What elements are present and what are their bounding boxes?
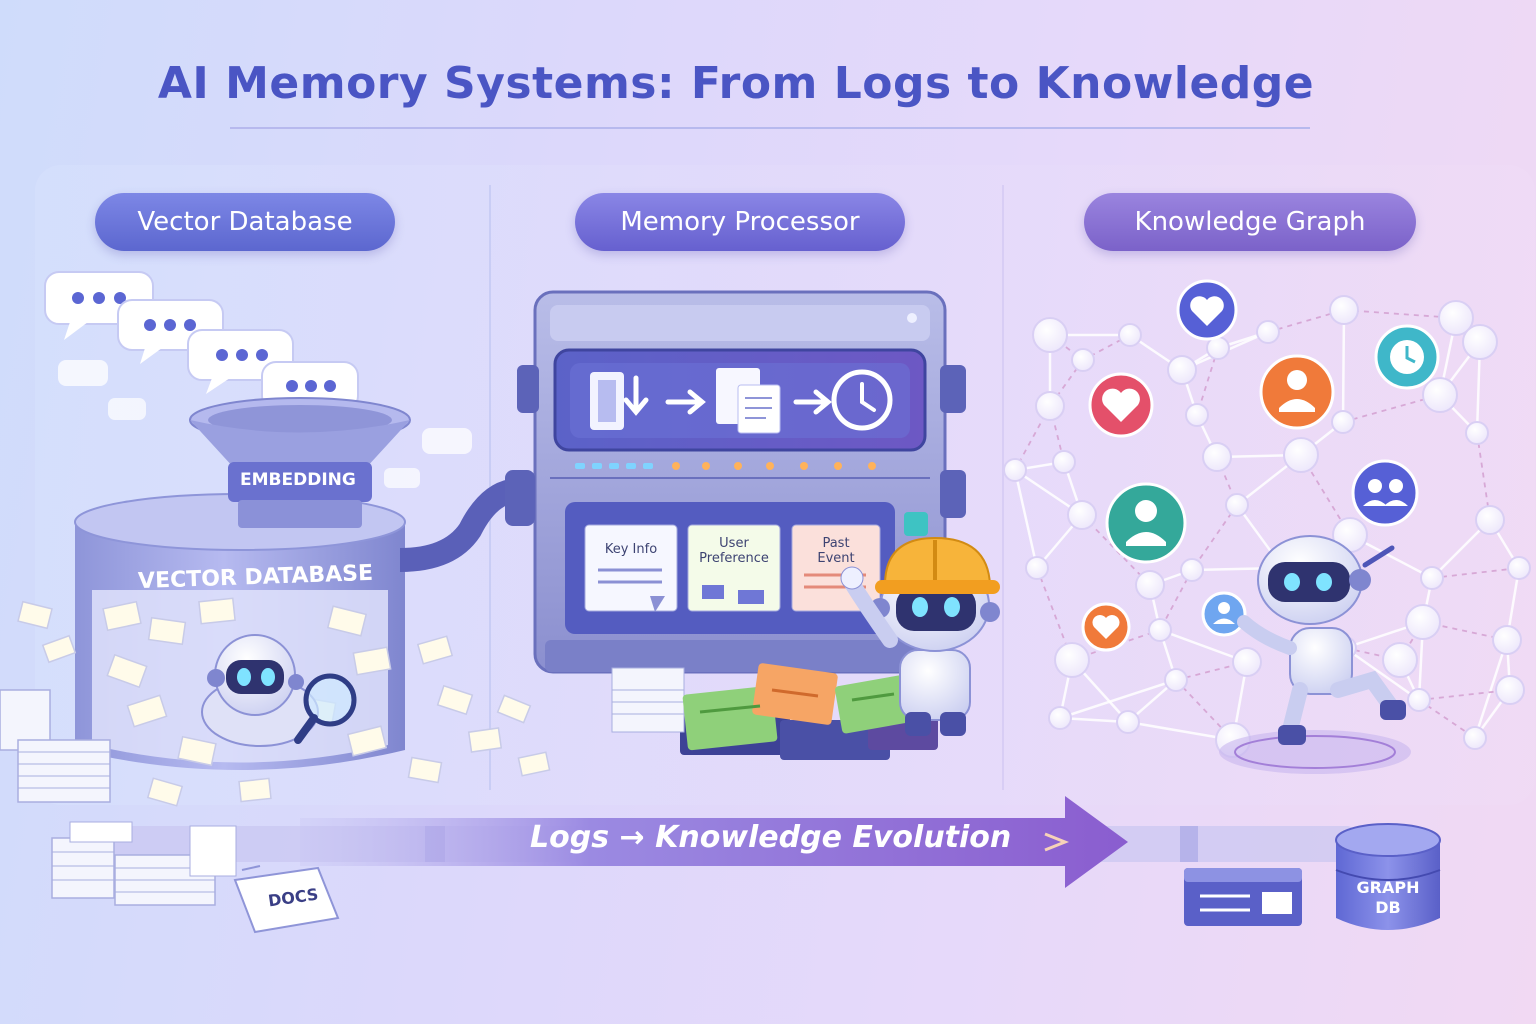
graph-node bbox=[1167, 355, 1197, 385]
graph-node bbox=[1475, 505, 1505, 535]
card-line: Past bbox=[822, 536, 850, 551]
card-line: Key Info bbox=[604, 542, 658, 557]
graph-db-cylinder-icon bbox=[1335, 823, 1441, 930]
graph-edge bbox=[1059, 678, 1177, 720]
graph-node bbox=[1118, 323, 1142, 347]
funnel-icon bbox=[189, 397, 411, 528]
graph-edge bbox=[1191, 504, 1238, 571]
graph-node bbox=[1382, 642, 1418, 678]
heart-icon bbox=[1081, 602, 1131, 652]
graph-edge bbox=[1159, 628, 1248, 664]
graph-db-line: GRAPH bbox=[1356, 878, 1420, 897]
memory-card-user-preference bbox=[687, 524, 781, 612]
graph-node bbox=[1495, 675, 1525, 705]
graph-node bbox=[1003, 458, 1027, 482]
graph-edge bbox=[1343, 309, 1457, 319]
graph-node bbox=[1225, 493, 1249, 517]
card-past-event-label: Past Event bbox=[792, 536, 880, 566]
graph-node bbox=[1025, 556, 1049, 580]
paper-stack-bottom bbox=[51, 821, 237, 906]
graph-edge bbox=[1013, 469, 1039, 569]
section-header-memory-processor: Memory Processor bbox=[575, 193, 905, 251]
hard-hat-icon bbox=[875, 536, 1000, 594]
graph-edge bbox=[1473, 639, 1509, 739]
card-key-info-label: Key Info bbox=[585, 542, 677, 557]
graph-node bbox=[1035, 391, 1065, 421]
graph-node bbox=[1185, 403, 1209, 427]
person-icon bbox=[1201, 591, 1247, 637]
graph-node bbox=[1463, 726, 1487, 750]
graph-node bbox=[1256, 320, 1280, 344]
graph-node bbox=[1232, 647, 1262, 677]
graph-node bbox=[1135, 570, 1165, 600]
card-line: Preference bbox=[699, 551, 769, 566]
graph-edge bbox=[1175, 679, 1234, 741]
section-header-vector-database: Vector Database bbox=[95, 193, 395, 251]
memory-blocks bbox=[611, 663, 938, 760]
graph-db-line: DB bbox=[1375, 898, 1401, 917]
magnifier-icon bbox=[294, 673, 357, 744]
graph-node bbox=[1148, 618, 1172, 642]
graph-node bbox=[1407, 688, 1431, 712]
paper-stack-left bbox=[0, 689, 111, 803]
graph-db-label: GRAPH DB bbox=[1336, 878, 1440, 918]
flow-label: Logs → Knowledge Evolution bbox=[530, 820, 1012, 855]
person-icon bbox=[1259, 354, 1335, 430]
person-icon bbox=[1105, 482, 1187, 564]
graph-node bbox=[1054, 642, 1090, 678]
graph-node bbox=[1283, 437, 1319, 473]
graph-edge bbox=[1081, 514, 1151, 586]
robot-icon bbox=[1219, 535, 1411, 774]
card-line: Event bbox=[817, 551, 855, 566]
graph-node bbox=[1405, 604, 1441, 640]
graph-node bbox=[1420, 566, 1444, 590]
graph-edge bbox=[1344, 646, 1420, 702]
graph-node bbox=[1180, 558, 1204, 582]
graph-node bbox=[1462, 324, 1498, 360]
graph-node bbox=[1329, 295, 1359, 325]
card-line: User bbox=[719, 536, 749, 551]
graph-node bbox=[1116, 710, 1140, 734]
arrow-right-icon bbox=[793, 389, 832, 415]
server-stack-icon bbox=[1184, 868, 1302, 926]
graph-edge bbox=[1431, 567, 1520, 579]
page-title: AI Memory Systems: From Logs to Knowledg… bbox=[157, 58, 1315, 109]
docs-document-icon bbox=[233, 865, 340, 934]
group-icon bbox=[1351, 459, 1419, 527]
graph-node bbox=[1507, 556, 1531, 580]
clock-icon bbox=[1374, 324, 1440, 390]
graph-edge bbox=[1341, 309, 1346, 423]
arrow-right-icon bbox=[665, 389, 706, 415]
status-lights bbox=[575, 462, 876, 470]
graph-node bbox=[1465, 421, 1489, 445]
chat-bubbles-group bbox=[44, 271, 472, 488]
flow-arrow bbox=[95, 796, 1355, 888]
graph-node bbox=[1422, 377, 1458, 413]
graph-node bbox=[1032, 317, 1068, 353]
graph-node bbox=[1052, 450, 1076, 474]
heart-icon bbox=[1088, 372, 1154, 438]
graph-node bbox=[1067, 500, 1097, 530]
graph-node bbox=[1331, 410, 1355, 434]
graph-node bbox=[1438, 300, 1474, 336]
connector-pipe bbox=[399, 478, 521, 572]
funnel-label: EMBEDDING bbox=[240, 470, 356, 490]
graph-edge bbox=[1399, 621, 1424, 661]
graph-node bbox=[1492, 625, 1522, 655]
graph-node bbox=[1202, 442, 1232, 472]
document-icon bbox=[716, 368, 781, 434]
heart-icon bbox=[1176, 279, 1238, 341]
graph-edge bbox=[1267, 309, 1345, 333]
card-user-preference-label: User Preference bbox=[688, 536, 780, 566]
compress-icon bbox=[590, 372, 649, 430]
graph-node bbox=[1048, 706, 1072, 730]
clock-icon bbox=[831, 369, 893, 431]
graph-node bbox=[1071, 348, 1095, 372]
graph-node bbox=[1164, 668, 1188, 692]
memory-card-key-info bbox=[584, 524, 678, 612]
section-header-knowledge-graph: Knowledge Graph bbox=[1084, 193, 1416, 251]
